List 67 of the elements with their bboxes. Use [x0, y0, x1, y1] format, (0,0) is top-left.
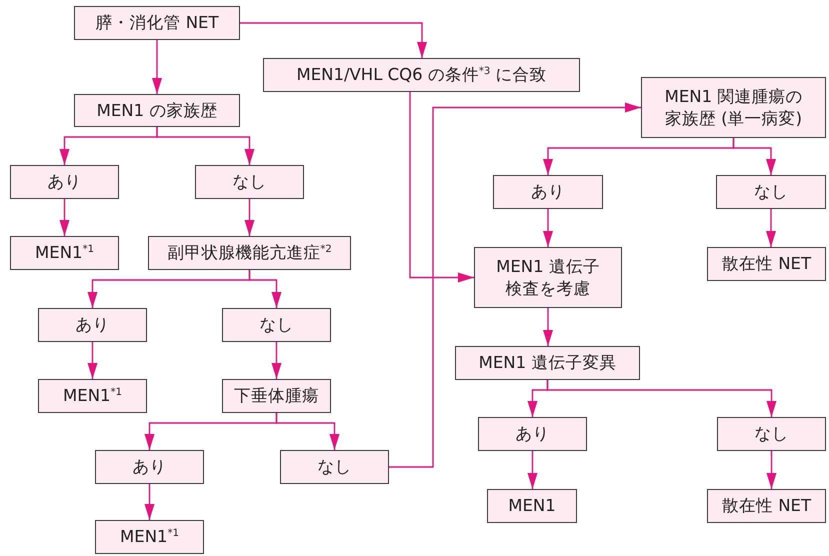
box-label: MEN1 遺伝子検査を考慮: [495, 256, 601, 299]
process-box: [487, 489, 577, 523]
process-box: [478, 417, 587, 451]
process-box: [10, 165, 119, 199]
process-box: [95, 450, 204, 484]
arrow: [88, 342, 98, 379]
arrow: [546, 380, 776, 417]
process-box: [95, 520, 204, 554]
box-label: なし: [754, 423, 788, 445]
box-label: 散在性 NET: [722, 495, 812, 517]
arrow: [248, 270, 282, 308]
process-box: [222, 379, 331, 413]
arrow: [389, 102, 641, 468]
box-label: MEN1$^{*1}$: [120, 526, 179, 548]
box-label: MEN1$^{*1}$: [63, 385, 122, 407]
arrow: [766, 209, 776, 247]
box-label: 下垂体腫瘍: [234, 385, 319, 407]
box-label: なし: [318, 456, 352, 478]
process-box: [10, 236, 119, 270]
process-box: [148, 236, 351, 270]
process-box: [38, 379, 147, 413]
process-box: [74, 6, 240, 40]
arrow: [156, 127, 254, 165]
box-label: あり: [76, 314, 110, 336]
box-label: MEN1 関連腫瘍の家族歴 (単一病変): [664, 86, 804, 129]
process-box: [707, 247, 826, 281]
box-label: あり: [516, 423, 550, 445]
arrow: [528, 451, 538, 489]
box-label: MEN1/VHL CQ6 の条件$^{*3}$ に合致: [296, 64, 547, 86]
arrow: [152, 40, 162, 94]
process-box: [474, 247, 622, 308]
arrow: [543, 308, 553, 346]
arrow: [766, 451, 776, 489]
box-label: あり: [132, 456, 166, 478]
process-box: [641, 77, 826, 138]
arrow: [276, 413, 340, 450]
process-box: [716, 175, 826, 209]
arrow: [144, 484, 154, 520]
arrow: [732, 138, 776, 175]
process-box: [195, 165, 304, 199]
process-box: [280, 450, 389, 484]
box-label: あり: [531, 181, 565, 203]
process-box: [717, 417, 826, 451]
process-box: [263, 58, 580, 92]
process-box: [222, 308, 331, 342]
arrow: [60, 199, 70, 236]
box-label: MEN1 遺伝子変異: [478, 352, 616, 374]
arrow: [543, 209, 553, 247]
arrow: [272, 342, 282, 379]
box-label: なし: [232, 171, 266, 193]
arrow: [240, 22, 427, 58]
box-label: MEN1 の家族歴: [96, 100, 218, 122]
box-label: あり: [48, 171, 82, 193]
process-box: [74, 94, 240, 127]
process-box: [38, 308, 147, 342]
box-label: 副甲状腺機能亢進症$^{*2}$: [167, 242, 332, 264]
box-label: 膵・消化管 NET: [95, 12, 219, 34]
box-label: 散在性 NET: [722, 253, 812, 275]
arrow: [244, 199, 254, 236]
box-label: なし: [754, 181, 788, 203]
process-box: [455, 346, 640, 380]
box-label: MEN1$^{*1}$: [35, 242, 94, 264]
process-box: [707, 489, 826, 523]
arrow: [409, 92, 474, 282]
process-box: [493, 175, 603, 209]
box-label: なし: [260, 314, 294, 336]
box-label: MEN1: [508, 495, 556, 517]
